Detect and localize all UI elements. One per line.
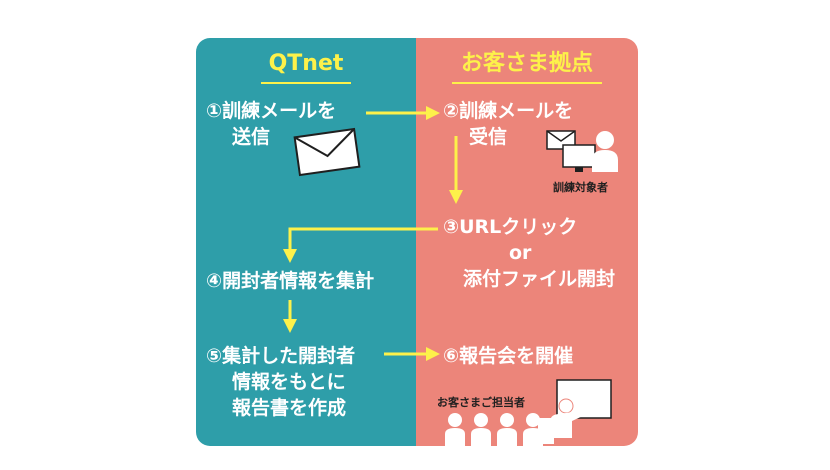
customer-staff-label: お客さまご担当者 (437, 396, 525, 409)
arrow-step1-to-step2 (366, 106, 440, 120)
customer-site-column-title: お客さま拠点 (416, 50, 638, 84)
customer-site-column: お客さま拠点 (416, 38, 638, 446)
arrow-step3-to-step4 (283, 227, 438, 263)
audience-presenter-icon (445, 379, 612, 446)
step-2-line-2: 受信 (469, 126, 508, 148)
trainee-label: 訓練対象者 (553, 181, 608, 194)
step-3-line-3: 添付ファイル開封 (463, 268, 616, 290)
qtnet-title-underline (261, 82, 351, 84)
flow-diagram-panel: QTnet お客さま拠点 (196, 38, 638, 446)
qtnet-column-title: QTnet (196, 50, 416, 84)
step-3-line-2: or (509, 242, 532, 264)
step-1-line-2: 送信 (232, 126, 271, 148)
arrow-step4-to-step5 (283, 300, 297, 333)
step-5-line-2: 情報をもとに (232, 371, 346, 393)
step-6-hold-meeting: ⑥報告会を開催 (443, 343, 573, 369)
step-5-create-report: ⑤集計した開封者 情報をもとに 報告書を作成 (206, 343, 355, 421)
step-4-aggregate: ④開封者情報を集計 (206, 268, 374, 294)
step-1-send-mail: ①訓練メールを 送信 (206, 98, 336, 150)
trainee-computer-icon (546, 130, 618, 172)
customer-site-title-underline (452, 82, 602, 84)
step-3-line-1: ③URLクリック (443, 216, 578, 238)
step-2-receive-mail: ②訓練メールを 受信 (443, 98, 573, 150)
step-1-line-1: ①訓練メールを (206, 100, 337, 122)
step-3-click-or-open: ③URLクリック or 添付ファイル開封 (443, 214, 615, 292)
qtnet-column: QTnet (196, 38, 416, 446)
customer-site-title-text: お客さま拠点 (460, 51, 593, 76)
step-5-line-3: 報告書を作成 (232, 397, 347, 419)
arrow-step5-to-step6 (384, 347, 440, 361)
step-2-line-1: ②訓練メールを (443, 100, 574, 122)
qtnet-title-text: QTnet (268, 51, 344, 76)
envelope-icon (293, 127, 361, 177)
step-6-line-1: ⑥報告会を開催 (443, 345, 574, 367)
arrow-step2-to-step3 (449, 136, 463, 204)
step-5-line-1: ⑤集計した開封者 (206, 345, 356, 367)
step-4-line-1: ④開封者情報を集計 (206, 270, 375, 292)
